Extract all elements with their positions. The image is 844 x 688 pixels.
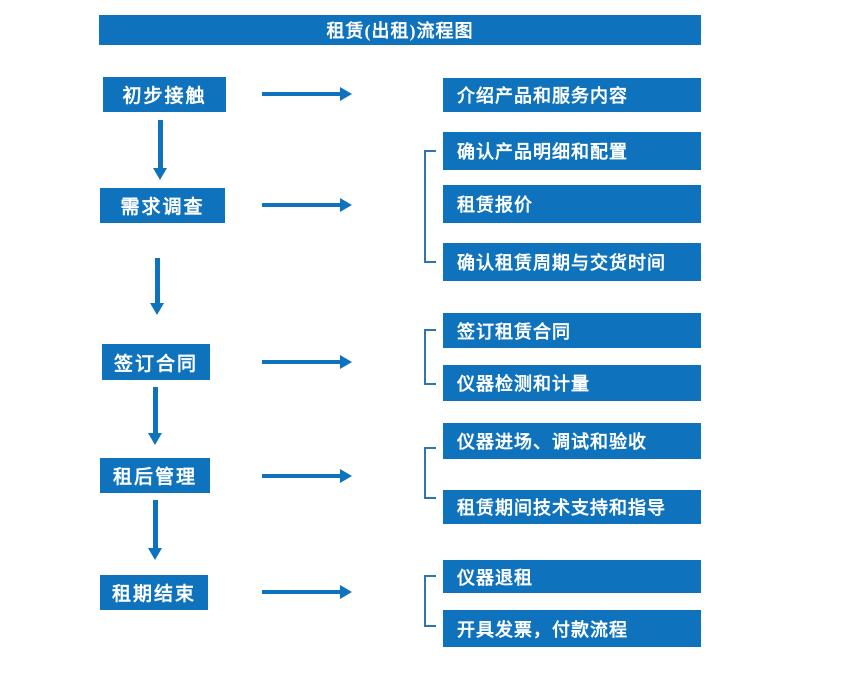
step-box-sign-contract: 签订合同 bbox=[102, 344, 210, 380]
arrow-right-icon bbox=[262, 197, 352, 213]
arrow-head bbox=[148, 548, 162, 560]
arrow-head bbox=[340, 469, 352, 483]
detail-box-instrument-testing: 仪器检测和计量 bbox=[443, 365, 701, 401]
group-bracket bbox=[424, 150, 436, 263]
group-bracket bbox=[424, 447, 436, 499]
arrow-head bbox=[340, 355, 352, 369]
flowchart-title: 租赁(出租)流程图 bbox=[99, 15, 701, 45]
arrow-stem bbox=[262, 360, 340, 364]
detail-box-instrument-return: 仪器退租 bbox=[443, 560, 701, 593]
detail-box-rental-quote: 租赁报价 bbox=[443, 185, 701, 223]
arrow-stem bbox=[262, 590, 340, 594]
group-bracket bbox=[424, 329, 436, 385]
arrow-head bbox=[340, 87, 352, 101]
arrow-down-icon bbox=[151, 120, 169, 180]
arrow-down-icon bbox=[146, 500, 164, 560]
step-box-demand-survey: 需求调查 bbox=[100, 188, 225, 223]
arrow-head bbox=[153, 168, 167, 180]
arrow-stem bbox=[262, 92, 340, 96]
arrow-right-icon bbox=[262, 468, 352, 484]
arrow-head bbox=[150, 303, 164, 315]
step-box-initial-contact: 初步接触 bbox=[103, 77, 226, 112]
detail-box-technical-support: 租赁期间技术支持和指导 bbox=[443, 490, 701, 524]
arrow-stem bbox=[262, 474, 340, 478]
arrow-stem bbox=[262, 203, 340, 207]
detail-box-introduce-products-services: 介绍产品和服务内容 bbox=[443, 78, 701, 112]
arrow-right-icon bbox=[262, 86, 352, 102]
step-box-post-rental-management: 租后管理 bbox=[100, 458, 210, 493]
arrow-head bbox=[340, 585, 352, 599]
detail-box-invoice-payment: 开具发票，付款流程 bbox=[443, 610, 701, 647]
arrow-stem bbox=[157, 120, 163, 168]
detail-box-confirm-period-delivery: 确认租赁周期与交货时间 bbox=[443, 243, 701, 281]
arrow-stem bbox=[152, 387, 158, 433]
arrow-head bbox=[148, 433, 162, 445]
detail-box-sign-rental-contract: 签订租赁合同 bbox=[443, 313, 701, 348]
arrow-right-icon bbox=[262, 354, 352, 370]
arrow-head bbox=[340, 198, 352, 212]
detail-box-confirm-product-details: 确认产品明细和配置 bbox=[443, 132, 701, 170]
group-bracket bbox=[424, 575, 436, 627]
arrow-down-icon bbox=[146, 387, 164, 445]
arrow-stem bbox=[152, 500, 158, 548]
detail-box-instrument-setup-acceptance: 仪器进场、调试和验收 bbox=[443, 423, 701, 459]
step-box-rental-end: 租期结束 bbox=[100, 575, 208, 610]
arrow-down-icon bbox=[148, 258, 166, 315]
arrow-stem bbox=[154, 258, 160, 303]
arrow-right-icon bbox=[262, 584, 352, 600]
